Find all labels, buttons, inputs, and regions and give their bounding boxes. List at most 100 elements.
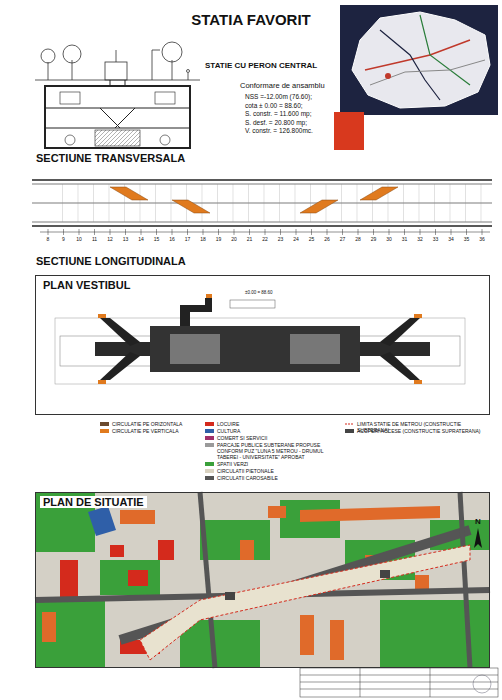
sheet-title: STATIA FAVORIT bbox=[191, 12, 310, 29]
level-mark: ±0.00 = 88.60 bbox=[245, 291, 273, 296]
axis-tick bbox=[358, 229, 359, 235]
axis-number: 14 bbox=[138, 237, 144, 243]
legend-text: COMERT SI SERVICII bbox=[217, 435, 267, 441]
axis-number: 17 bbox=[185, 237, 191, 243]
legend-text: PARCAJE PUBLICE SUBTERANE PROPUSE CONFOR… bbox=[217, 442, 330, 460]
axis-tick bbox=[79, 229, 80, 235]
axis-number: 32 bbox=[417, 237, 423, 243]
legend-swatch bbox=[100, 429, 109, 433]
axis-number: 28 bbox=[355, 237, 361, 243]
parameter: S. desf. = 20.800 mp; bbox=[245, 119, 307, 126]
axis-number: 27 bbox=[340, 237, 346, 243]
axis-number: 10 bbox=[76, 237, 82, 243]
drawing-panel: PLAN DE SITUATIE bbox=[35, 492, 490, 668]
station-cross-section bbox=[45, 80, 190, 148]
axis-tick bbox=[280, 229, 281, 235]
legend-text: CULTURA bbox=[217, 428, 240, 434]
legend-item: CIRCULATII CAROSABILE bbox=[205, 475, 330, 481]
legend-item: CIRCULATII PIETONALE bbox=[205, 468, 330, 474]
legend-text: CIRCULATII CAROSABILE bbox=[217, 475, 278, 481]
axis-number: 31 bbox=[402, 237, 408, 243]
axis-tick bbox=[63, 229, 64, 235]
panel-heading: PLAN DE SITUATIE bbox=[40, 496, 147, 508]
axis-number: 36 bbox=[479, 237, 485, 243]
axis-tick bbox=[249, 229, 250, 235]
section-heading: SECTIUNE TRANSVERSALA bbox=[36, 152, 185, 164]
axis-number: 25 bbox=[309, 237, 315, 243]
axis-tick bbox=[141, 229, 142, 235]
drawing-panel: PLAN VESTIBUL bbox=[35, 275, 490, 415]
legend-swatch bbox=[205, 436, 214, 440]
legend-text: CIRCULATIE PE VERTICALA bbox=[112, 428, 179, 434]
axis-number: 22 bbox=[262, 237, 268, 243]
axis-number: 29 bbox=[371, 237, 377, 243]
legend-text: CIRCULATIE PE ORIZONTALA bbox=[112, 421, 182, 427]
axis-number: 35 bbox=[464, 237, 470, 243]
axis-tick bbox=[203, 229, 204, 235]
axis-tick bbox=[404, 229, 405, 235]
parameter: cota ± 0.00 = 88.60; bbox=[245, 102, 303, 109]
section-subtitle: STATIE CU PERON CENTRAL bbox=[205, 62, 317, 71]
axis-tick bbox=[218, 229, 219, 235]
legend-swatch bbox=[205, 422, 214, 426]
axis-number: 23 bbox=[278, 237, 284, 243]
legend-swatch bbox=[205, 476, 214, 480]
axis-tick bbox=[311, 229, 312, 235]
axis-number: 20 bbox=[231, 237, 237, 243]
axis-number: 33 bbox=[433, 237, 439, 243]
legend-text: SPATII VERZI bbox=[217, 461, 248, 467]
legend-swatch bbox=[205, 469, 214, 473]
title-block bbox=[300, 668, 498, 697]
axis-tick bbox=[172, 229, 173, 235]
axis-tick bbox=[94, 229, 95, 235]
legend-item: LOCUIRE bbox=[205, 421, 330, 427]
legend-swatch bbox=[205, 462, 214, 466]
axis-ticks bbox=[48, 229, 482, 235]
section-heading: SECTIUNE LONGITUDINALA bbox=[36, 255, 186, 267]
axis-tick bbox=[125, 229, 126, 235]
axis-number: 12 bbox=[107, 237, 113, 243]
axis-number: 24 bbox=[293, 237, 299, 243]
legend-swatch bbox=[205, 429, 214, 433]
axis-number: 34 bbox=[448, 237, 454, 243]
panel-heading: PLAN VESTIBUL bbox=[40, 279, 133, 291]
axis-number: 19 bbox=[216, 237, 222, 243]
axis-number: 21 bbox=[247, 237, 253, 243]
legend-line-sample bbox=[345, 421, 354, 426]
legend-swatch bbox=[100, 422, 109, 426]
axis-tick bbox=[327, 229, 328, 235]
north-mark: N bbox=[475, 518, 481, 527]
axis-tick bbox=[234, 229, 235, 235]
axis-number: 9 bbox=[62, 237, 65, 243]
legend-item: COMERT SI SERVICII bbox=[205, 435, 330, 441]
site-plan bbox=[35, 492, 490, 668]
longitudinal-section bbox=[32, 180, 492, 232]
axis-number: 16 bbox=[169, 237, 175, 243]
legend-item: CULTURA bbox=[205, 428, 330, 434]
axis-tick bbox=[296, 229, 297, 235]
axis-number: 18 bbox=[200, 237, 206, 243]
street-sketch bbox=[35, 42, 200, 80]
note-heading: Conformare de ansamblu bbox=[240, 82, 325, 90]
legend-item: CIRCULATIE PE ORIZONTALA bbox=[100, 421, 195, 427]
axis-tick bbox=[265, 229, 266, 235]
axis-tick bbox=[373, 229, 374, 235]
legend-text: CIRCULATII PIETONALE bbox=[217, 468, 274, 474]
legend-text: ACOPERI ACCESE (CONSTRUCTIE SUPRATERANA) bbox=[357, 428, 481, 434]
axis-tick bbox=[156, 229, 157, 235]
axis-tick bbox=[420, 229, 421, 235]
vestibule-plan bbox=[55, 294, 465, 384]
legend-item: SPATII VERZI bbox=[205, 461, 330, 467]
axis-tick bbox=[342, 229, 343, 235]
axis-tick bbox=[48, 229, 49, 235]
axis-tick bbox=[451, 229, 452, 235]
axis-tick bbox=[187, 229, 188, 235]
axis-tick bbox=[466, 229, 467, 235]
legend-text: LOCUIRE bbox=[217, 421, 239, 427]
parameter: NSS =-12.00m (76.60); bbox=[245, 93, 312, 100]
location-map bbox=[334, 5, 498, 150]
axis-tick bbox=[110, 229, 111, 235]
axis-tick bbox=[435, 229, 436, 235]
axis-number: 30 bbox=[386, 237, 392, 243]
axis-tick bbox=[482, 229, 483, 235]
